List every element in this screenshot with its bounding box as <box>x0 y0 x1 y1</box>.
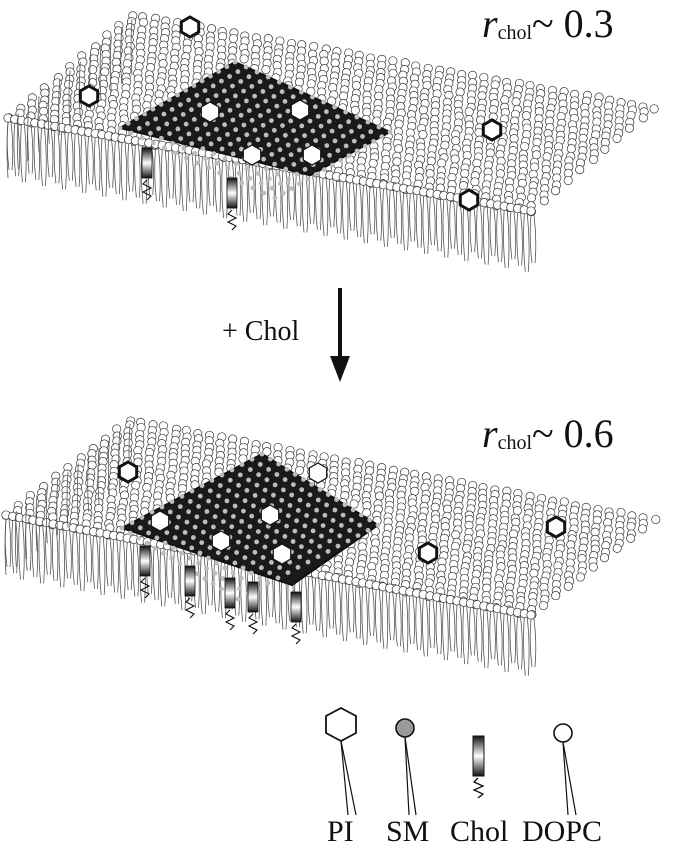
legend-label-chol: Chol <box>450 815 509 848</box>
legend-chol-icon <box>472 735 485 799</box>
legend-label-pi: PI <box>327 815 354 848</box>
legend-dopc-icon <box>553 723 577 816</box>
ratio-subscript-top: chol <box>497 22 533 44</box>
legend-sm-icon <box>395 718 417 816</box>
legend <box>325 706 577 816</box>
ratio-symbol-bottom: r <box>482 411 498 456</box>
membrane-bottom <box>1 416 661 676</box>
transition-label: + Chol <box>222 316 300 347</box>
transition-arrow <box>330 288 350 382</box>
membrane-top <box>3 11 659 272</box>
legend-pi-icon <box>325 706 357 816</box>
ratio-subscript-bottom: chol <box>497 432 533 454</box>
ratio-symbol-top: r <box>482 1 498 46</box>
ratio-value-top: ~ 0.3 <box>532 1 614 46</box>
ratio-label-top: rchol~ 0.3 <box>482 0 614 47</box>
legend-label-dopc: DOPC <box>522 815 603 848</box>
ratio-value-bottom: ~ 0.6 <box>532 411 614 456</box>
ratio-label-bottom: rchol~ 0.6 <box>482 410 614 457</box>
legend-label-sm: SM <box>386 815 430 848</box>
